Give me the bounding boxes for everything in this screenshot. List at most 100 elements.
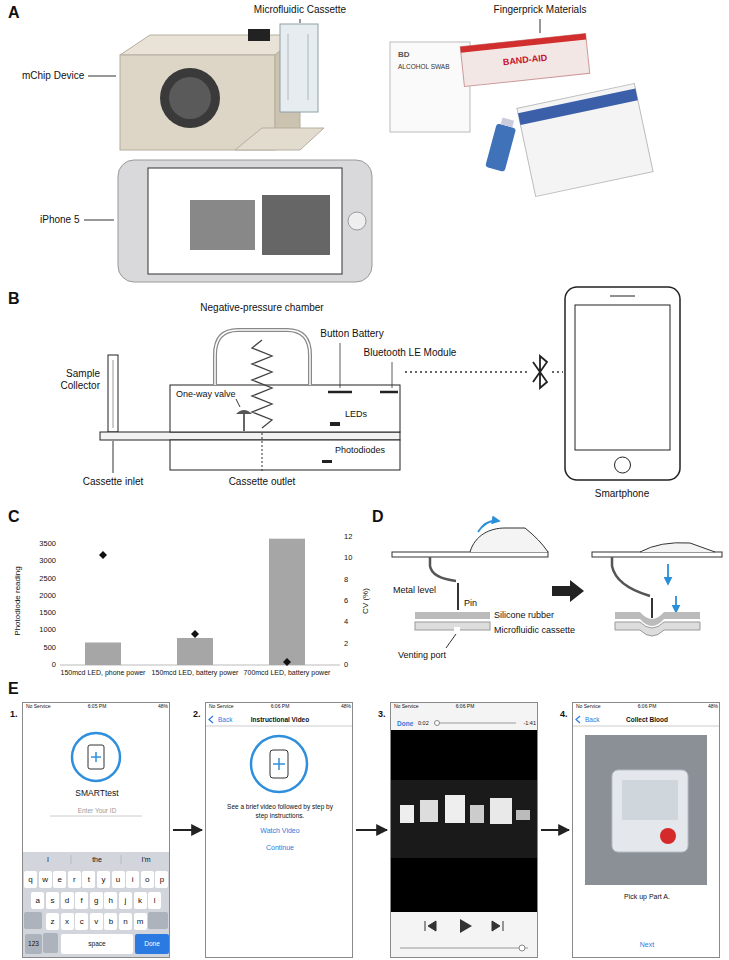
microfluidic-cassette bbox=[308, 34, 309, 100]
part-label: mChip Device bbox=[22, 70, 84, 82]
part-label: One-way valve bbox=[176, 389, 236, 399]
screen-background bbox=[22, 702, 170, 958]
panel-letter: B bbox=[8, 290, 20, 308]
nav-button: Back bbox=[585, 716, 599, 723]
tick-label: 500 bbox=[43, 643, 56, 652]
microfluidic-cassette bbox=[280, 24, 318, 112]
status-text: No Service bbox=[209, 704, 233, 710]
keyboard-key: z bbox=[46, 913, 59, 930]
valve-mechanism-open bbox=[446, 634, 456, 648]
lancet bbox=[501, 118, 514, 128]
bluetooth-link bbox=[405, 371, 528, 373]
screen-background bbox=[390, 912, 538, 958]
valve-mechanism-open bbox=[478, 521, 499, 532]
device-body bbox=[170, 440, 400, 470]
keyboard-key: l bbox=[148, 892, 161, 909]
leader-line bbox=[262, 433, 263, 473]
sample-collector bbox=[108, 355, 118, 432]
status-text: 6:06 PM bbox=[456, 704, 475, 710]
iphone bbox=[118, 160, 372, 282]
iphone bbox=[118, 160, 372, 282]
cassette-plate bbox=[100, 432, 400, 440]
screen-background bbox=[71, 855, 72, 864]
keyboard-key: r bbox=[68, 871, 81, 888]
screen-background bbox=[434, 723, 516, 724]
flow-arrow bbox=[356, 829, 387, 831]
keyboard-key: j bbox=[119, 892, 132, 909]
nav-button: Back bbox=[218, 716, 232, 723]
panel-letter: D bbox=[372, 508, 384, 526]
step-number: 1. bbox=[10, 709, 18, 719]
part-label: Sample Collector bbox=[45, 368, 100, 391]
screen-background bbox=[400, 805, 414, 823]
keyboard-key: f bbox=[75, 892, 88, 909]
panel-letter: E bbox=[8, 680, 19, 698]
status-text: 6:05 PM bbox=[88, 704, 107, 710]
part-label: Bluetooth LE Module bbox=[364, 347, 457, 359]
sample-collector bbox=[113, 360, 114, 428]
keyboard-key: a bbox=[31, 892, 44, 909]
leader-line bbox=[113, 433, 262, 473]
suggestion: the bbox=[92, 856, 102, 864]
keyboard-key: Done bbox=[135, 934, 169, 954]
chart bbox=[85, 643, 121, 666]
tick-label: 10 bbox=[344, 554, 352, 563]
tick-label: 4 bbox=[344, 618, 348, 627]
category-label: 700mcd LED, battery power bbox=[243, 669, 331, 677]
screen-background bbox=[22, 702, 170, 958]
status-text: No Service bbox=[26, 704, 50, 710]
screen-background bbox=[516, 810, 530, 820]
pressure-chamber bbox=[215, 330, 310, 385]
keyboard-key: c bbox=[75, 913, 88, 930]
valve-mechanism-pressed bbox=[592, 543, 722, 636]
axis-title: Photodiode reading bbox=[13, 566, 22, 635]
valve-mechanism-pressed bbox=[667, 564, 669, 584]
screen-background bbox=[22, 852, 170, 958]
valve-mechanism-open bbox=[415, 612, 490, 619]
screen-background bbox=[390, 702, 538, 958]
keyboard-key: p bbox=[155, 871, 168, 888]
part-label: Button Battery bbox=[320, 328, 383, 340]
screen-background bbox=[209, 716, 213, 723]
suggestion: I bbox=[47, 856, 49, 864]
smartphone-outline bbox=[575, 305, 670, 450]
leader-line bbox=[113, 441, 114, 473]
part-label: Fingerprick Materials bbox=[494, 4, 587, 16]
iphone bbox=[262, 195, 330, 255]
mchip-device bbox=[120, 35, 300, 55]
screen-background bbox=[585, 735, 707, 885]
valve-mechanism-open bbox=[457, 583, 459, 610]
pressure-chamber bbox=[215, 330, 310, 385]
valve-mechanism-pressed bbox=[651, 598, 653, 618]
part-label: Photodiodes bbox=[335, 445, 385, 455]
pressure-chamber bbox=[215, 330, 310, 428]
screen-background bbox=[660, 828, 676, 844]
tick-label: 8 bbox=[344, 575, 348, 584]
photodiode bbox=[322, 460, 332, 463]
chart bbox=[177, 638, 213, 665]
nav-title: Instructional Video bbox=[251, 716, 309, 723]
valve-mechanism-pressed bbox=[615, 622, 700, 636]
flow-arrow bbox=[541, 829, 569, 831]
screen-background bbox=[400, 948, 528, 949]
keyboard-key: n bbox=[119, 913, 132, 930]
screen-background bbox=[270, 750, 288, 778]
keyboard-key: u bbox=[112, 871, 125, 888]
screen-background bbox=[205, 702, 353, 958]
iphone bbox=[348, 212, 366, 230]
part-label: Microfluidic cassette bbox=[494, 625, 575, 635]
mchip-device bbox=[160, 68, 220, 128]
device-body bbox=[170, 385, 400, 470]
mchip-device bbox=[248, 29, 270, 41]
input-placeholder: Enter Your ID bbox=[78, 807, 117, 814]
leader-line bbox=[88, 76, 116, 77]
panel-letter: C bbox=[8, 508, 20, 526]
transition-arrow bbox=[552, 580, 584, 602]
cassette-plate bbox=[100, 432, 400, 440]
gauze-packet bbox=[517, 84, 653, 197]
sample-collector bbox=[108, 355, 118, 432]
battery-module bbox=[392, 362, 393, 388]
valve-mechanism-open bbox=[470, 528, 548, 552]
app-screen: 1.No Service6:05 PM48%SMARTtestEnter You… bbox=[22, 702, 170, 958]
bluetooth-link bbox=[552, 371, 563, 373]
